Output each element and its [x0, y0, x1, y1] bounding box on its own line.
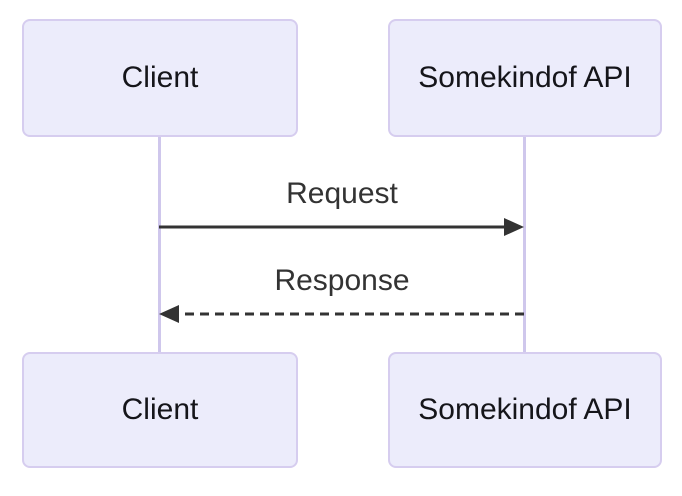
- lifeline-api: [523, 136, 526, 354]
- actor-label-api-bottom: Somekindof API: [418, 393, 632, 426]
- actor-label-api-top: Somekindof API: [418, 61, 632, 94]
- request-arrowhead-icon: [504, 218, 524, 236]
- actor-label-client-top: Client: [121, 61, 199, 94]
- actor-box-api-top: Somekindof API: [388, 19, 662, 137]
- message-label-request: Request: [286, 177, 398, 210]
- response-arrowhead-icon: [159, 305, 179, 323]
- actor-box-api-bottom: Somekindof API: [388, 352, 662, 468]
- actor-label-client-bottom: Client: [121, 393, 199, 426]
- message-label-response: Response: [274, 264, 410, 297]
- lifeline-client: [158, 136, 161, 354]
- actor-box-client-top: Client: [22, 19, 298, 137]
- actor-box-client-bottom: Client: [22, 352, 298, 468]
